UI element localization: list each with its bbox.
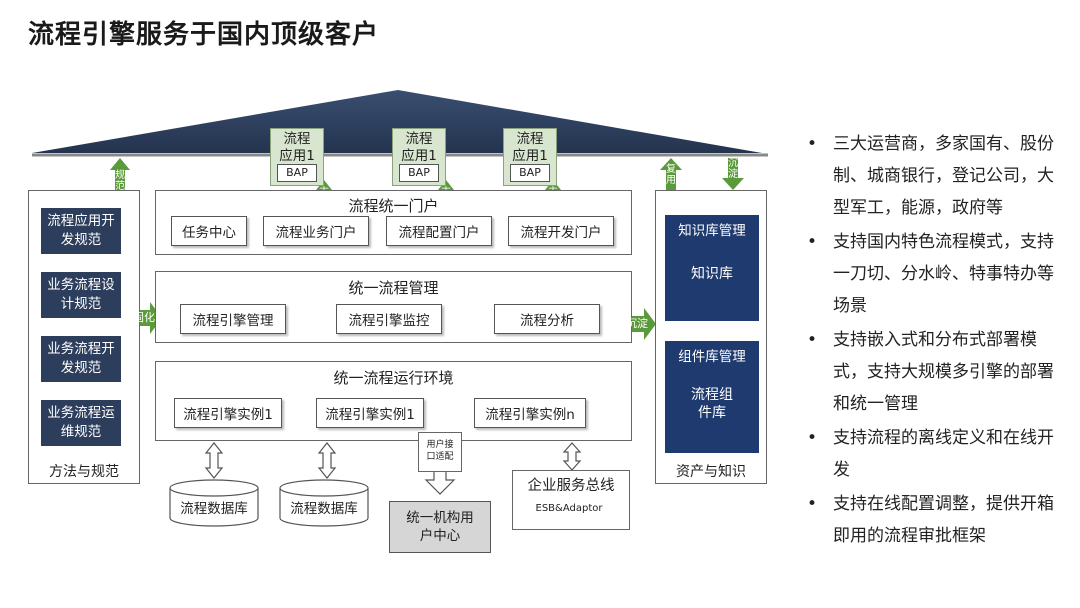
feature-text: 支持国内特色流程模式，支持一刀切、分水岭、特事特办等场景 — [833, 232, 1054, 316]
portal-item-task-center: 任务中心 — [171, 216, 247, 246]
deposit-label: 沉淀 — [626, 317, 648, 330]
reuse-up-arrow — [660, 158, 682, 190]
runtime-instance-1: 流程引擎实例1 — [174, 398, 282, 428]
esb-inner-label: ESB&Adaptor — [535, 503, 603, 514]
methods-footer: 方法与规范 — [49, 464, 119, 480]
esb-box — [512, 470, 630, 530]
app-card-3-title: 流程应用1 — [512, 131, 548, 164]
reuse-label: 复用 — [666, 164, 676, 186]
left-spec-item-2: 业务流程设计规范 — [41, 272, 121, 318]
feature-text: 三大运营商，多家国有、股份制、城商银行，登记公司，大型军工，能源，政府等 — [833, 134, 1054, 218]
left-spec-item-4: 业务流程运维规范 — [41, 400, 121, 446]
esb-title: 企业服务总线 — [527, 478, 615, 494]
db1-cylinder — [169, 479, 259, 527]
app-card-2-bap: BAP — [399, 164, 439, 182]
left-spec-item-1: 流程应用开发规范 — [41, 208, 121, 254]
page-title: 流程引擎服务于国内顶级客户 — [28, 20, 380, 50]
management-header: 统一流程管理 — [348, 279, 439, 297]
adapter-down-arrow — [424, 469, 456, 495]
mgmt-item-analysis: 流程分析 — [494, 304, 600, 334]
runtime-header: 统一流程运行环境 — [333, 369, 454, 387]
kb-store: 知识库管理 — [665, 215, 759, 321]
app-card-3: 流程应用1 BAP — [503, 128, 557, 186]
kb-header: 知识库管理 — [678, 223, 746, 239]
db1-label: 流程数据库 — [180, 501, 248, 517]
roof-shape — [32, 90, 762, 153]
db2-label: 流程数据库 — [290, 501, 358, 517]
app-card-1: 流程应用1 BAP — [270, 128, 324, 186]
db2-double-arrow — [317, 442, 337, 479]
adapter-label: 用户接口适配 — [426, 440, 454, 462]
kb-db-label: 知识库 — [691, 266, 733, 282]
app-card-1-title: 流程应用1 — [279, 131, 315, 164]
portal-header: 流程统一门户 — [348, 197, 439, 215]
comp-header: 组件库管理 — [678, 349, 746, 365]
feature-item: •支持嵌入式和分布式部署模式，支持大规模多引擎的部署和统一管理 — [807, 330, 1054, 414]
assets-footer: 资产与知识 — [676, 464, 746, 480]
app-card-2: 流程应用1 BAP — [392, 128, 446, 186]
feature-item: •支持在线配置调整，提供开箱即用的流程审批框架 — [807, 494, 1054, 546]
portal-item-config: 流程配置门户 — [386, 216, 492, 246]
feature-text: 支持嵌入式和分布式部署模式，支持大规模多引擎的部署和统一管理 — [833, 330, 1054, 414]
solidify-label: 固化 — [133, 311, 155, 324]
runtime-instance-2: 流程引擎实例1 — [316, 398, 424, 428]
comp-store: 组件库管理 — [665, 341, 759, 453]
app-card-1-bap: BAP — [277, 164, 317, 182]
adapter-box: 用户接口适配 — [418, 432, 462, 472]
feature-text: 支持流程的离线定义和在线开发 — [833, 428, 1054, 480]
left-up-arrow-label: 规范 — [115, 170, 125, 192]
portal-item-dev: 流程开发门户 — [508, 216, 614, 246]
portal-item-business: 流程业务门户 — [263, 216, 369, 246]
settle-down-arrow — [722, 158, 744, 190]
runtime-instance-n: 流程引擎实例n — [474, 398, 586, 428]
comp-db-label: 流程组件库 — [691, 387, 733, 421]
feature-item: •支持国内特色流程模式，支持一刀切、分水岭、特事特办等场景 — [807, 232, 1054, 316]
settle-label: 沉淀 — [728, 158, 738, 180]
feature-item: •三大运营商，多家国有、股份制、城商银行，登记公司，大型军工，能源，政府等 — [807, 134, 1054, 218]
mgmt-item-engine-monitor: 流程引擎监控 — [336, 304, 442, 334]
mgmt-item-engine-manage: 流程引擎管理 — [180, 304, 286, 334]
app-card-3-bap: BAP — [510, 164, 550, 182]
esb-double-arrow — [562, 442, 582, 471]
feature-text: 支持在线配置调整，提供开箱即用的流程审批框架 — [833, 494, 1054, 546]
left-up-arrow — [110, 158, 130, 192]
feature-list: •三大运营商，多家国有、股份制、城商银行，登记公司，大型军工，能源，政府等 •支… — [805, 128, 1065, 554]
db2-cylinder — [279, 479, 369, 527]
user-center-box: 统一机构用户中心 — [389, 501, 491, 553]
left-spec-item-3: 业务流程开发规范 — [41, 336, 121, 382]
app-card-2-title: 流程应用1 — [401, 131, 437, 164]
db1-double-arrow — [204, 442, 224, 479]
feature-item: •支持流程的离线定义和在线开发 — [807, 428, 1054, 480]
